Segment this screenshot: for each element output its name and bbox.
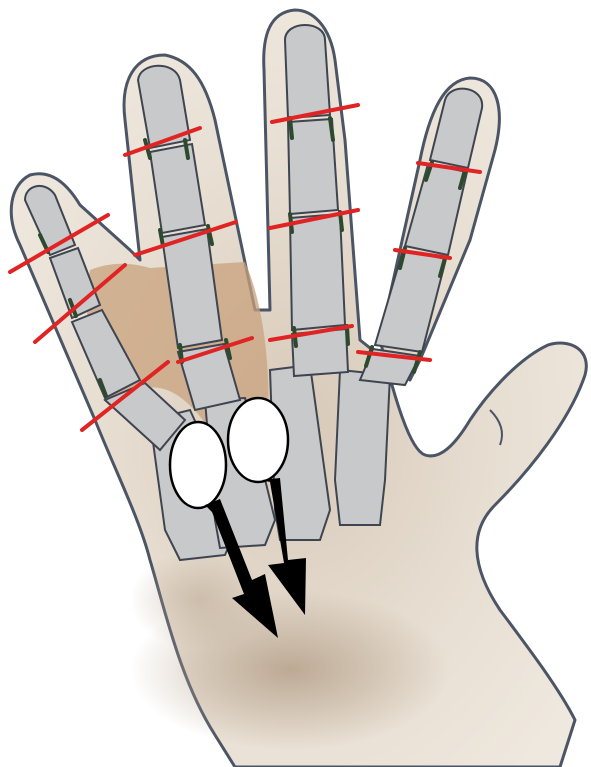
pad-left <box>170 422 226 508</box>
pad-right <box>228 398 288 482</box>
